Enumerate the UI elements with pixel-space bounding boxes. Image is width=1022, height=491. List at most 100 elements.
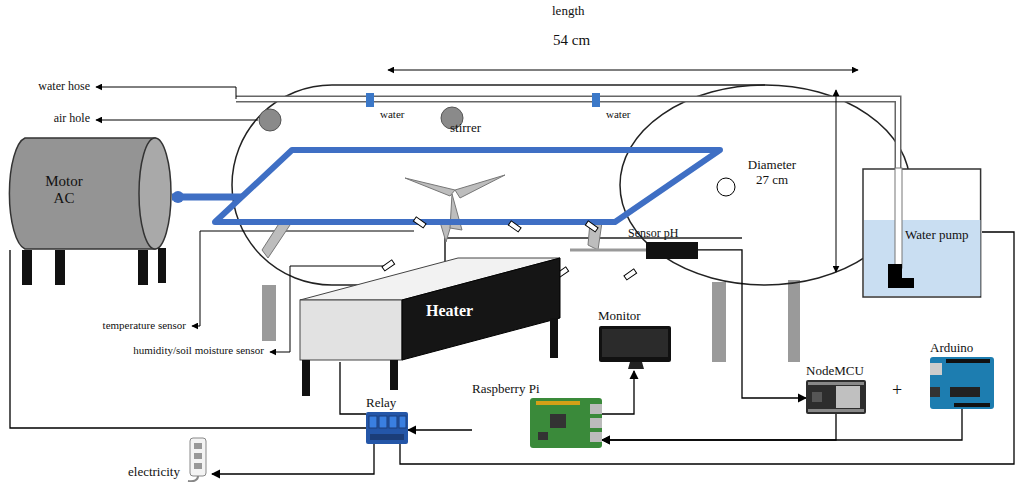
drum-legs xyxy=(712,282,726,362)
heater-shape xyxy=(390,360,398,390)
sensor-probe xyxy=(413,217,426,228)
sensor-probe xyxy=(585,221,598,232)
sensor-probe xyxy=(382,260,395,271)
power-strip-icon xyxy=(194,453,202,459)
power-strip-icon xyxy=(194,463,202,469)
heater-shape xyxy=(402,258,560,360)
motor-unit: Motor AC xyxy=(5,137,175,250)
connector xyxy=(340,362,366,414)
part-label: water xyxy=(380,108,404,121)
motor-legs xyxy=(55,250,65,285)
monitor-icon xyxy=(598,325,672,371)
power-strip-icon xyxy=(190,438,206,476)
plus-sign: + xyxy=(892,380,902,401)
motor-legs xyxy=(158,248,166,283)
water-hose xyxy=(366,93,374,107)
stirrer xyxy=(172,150,720,222)
node-label: Raspberry Pi xyxy=(472,382,540,398)
relay-module: Relay xyxy=(366,396,408,444)
air-hole xyxy=(259,107,463,131)
water-hose xyxy=(592,93,600,107)
raspberry-pi-icon xyxy=(590,418,602,428)
node-label: Arduino xyxy=(930,341,973,357)
ph-rod xyxy=(570,249,646,252)
nodemcu-board-icon xyxy=(808,382,864,385)
monitor-icon xyxy=(628,362,644,369)
node-text: Water pump xyxy=(905,228,982,243)
node-text: Motor AC xyxy=(41,173,87,208)
connector xyxy=(212,444,374,474)
arduino-board-icon xyxy=(930,357,994,409)
power-strip-icon xyxy=(194,443,202,449)
dimension-value: 54 cm xyxy=(553,32,590,49)
stirrer-blade xyxy=(262,222,292,258)
water-tank-shape xyxy=(888,264,914,288)
monitor-icon xyxy=(599,326,671,362)
heater-shape xyxy=(302,360,310,396)
connector xyxy=(698,250,806,398)
water-hose xyxy=(236,93,898,170)
ph-sensor-icon xyxy=(646,242,698,259)
raspberry-pi-icon xyxy=(530,398,602,448)
relay-module-icon xyxy=(399,416,406,428)
arduino-board: Arduino xyxy=(930,341,994,409)
arduino-board-icon xyxy=(930,387,940,397)
nodemcu-board-icon xyxy=(806,380,866,414)
connector xyxy=(602,414,836,440)
arduino-board-icon xyxy=(930,363,942,375)
dimension-label: Diameter 27 cm xyxy=(740,158,804,188)
raspberry-pi-icon xyxy=(530,398,602,448)
arduino-board-icon xyxy=(950,387,980,397)
node-label: Monitor xyxy=(598,309,641,325)
leader-line xyxy=(96,120,258,121)
heater-shape xyxy=(298,256,566,396)
air-hole xyxy=(259,109,281,131)
node-text: Heater xyxy=(426,302,566,320)
heater-shape xyxy=(550,318,558,358)
part-label: air hole xyxy=(54,112,90,126)
nodemcu-board-icon xyxy=(836,386,860,408)
relay-module-icon xyxy=(366,412,408,444)
nodemcu-board: NodeMCU xyxy=(806,364,866,414)
stirrer-blade xyxy=(262,175,602,258)
connector xyxy=(408,429,472,430)
raspberry-pi-icon xyxy=(590,432,602,442)
relay-module-icon xyxy=(366,412,408,444)
power-strip: electricity xyxy=(128,436,212,482)
arduino-board-icon xyxy=(946,359,990,363)
diameter-dimension xyxy=(717,90,836,272)
motor-legs xyxy=(138,250,148,285)
relay-module-icon xyxy=(379,416,387,428)
leader-line xyxy=(96,87,236,99)
raspberry-pi-icon xyxy=(536,401,580,405)
motor-legs xyxy=(22,250,32,285)
node-label: NodeMCU xyxy=(806,364,864,380)
arduino-board-icon xyxy=(954,403,990,407)
water-tank: Water pump xyxy=(862,168,982,298)
relay-module-icon xyxy=(370,434,404,440)
water-hose xyxy=(236,99,898,170)
relay-module-icon xyxy=(369,416,377,428)
stirrer xyxy=(215,150,720,222)
node-label: electricity xyxy=(128,465,180,482)
node-label: Relay xyxy=(366,396,396,412)
connector xyxy=(602,371,634,414)
drum xyxy=(232,85,765,285)
part-label: water xyxy=(606,108,630,121)
sensor-probe xyxy=(508,221,521,232)
length-dimension xyxy=(388,70,858,71)
part-label: water hose xyxy=(38,80,90,94)
dimension-label: length xyxy=(552,4,585,19)
monitor-icon xyxy=(602,329,668,357)
length-dimension xyxy=(388,70,858,71)
sensor-probe xyxy=(624,269,637,280)
node-label: Sensor pH xyxy=(628,227,678,242)
water-hose xyxy=(236,99,898,170)
motor-legs xyxy=(22,248,166,285)
diameter-dimension xyxy=(717,178,735,196)
diameter-dimension xyxy=(836,90,837,272)
heater-shape xyxy=(300,300,402,360)
monitor: Monitor xyxy=(598,309,672,371)
nodemcu-board-icon xyxy=(812,392,822,402)
sensor-label: humidity/soil moisture sensor xyxy=(133,344,264,357)
